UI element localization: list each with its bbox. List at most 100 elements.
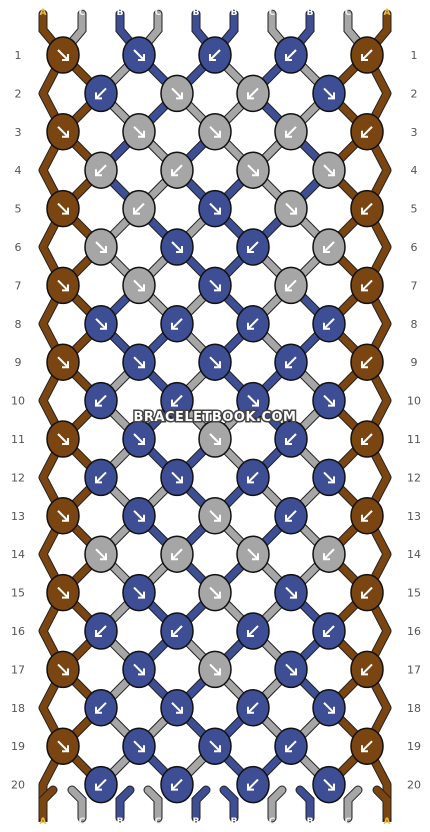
- arrow-down-left-icon: [209, 49, 221, 61]
- knot: [236, 765, 270, 804]
- arrow-head-icon: [361, 361, 368, 369]
- knot: [312, 305, 346, 343]
- arrow-down-right-icon: [209, 126, 221, 138]
- arrow-down-left-icon: [171, 625, 183, 637]
- arrow-down-left-icon: [95, 394, 107, 407]
- knot: [122, 266, 156, 305]
- arrow-head-icon: [214, 361, 221, 369]
- strand-label-top: A: [40, 8, 47, 18]
- arrow-down-right-icon: [133, 433, 145, 445]
- knot: [84, 612, 118, 650]
- knot: [274, 727, 308, 765]
- arrow-head-icon: [285, 514, 292, 522]
- top-tail: [268, 10, 286, 46]
- knot: [84, 689, 118, 727]
- top-tail: [296, 10, 314, 46]
- row-number-right: 14: [407, 548, 421, 561]
- arrow-head-icon: [361, 284, 368, 292]
- arrow-down-right-icon: [209, 510, 221, 522]
- knot: [274, 113, 308, 151]
- arrow-down-right-icon: [57, 586, 69, 599]
- arrow-head-icon: [62, 438, 69, 445]
- row-number-left: 7: [15, 279, 22, 292]
- row-number-right: 5: [411, 203, 418, 216]
- strand-label-bottom: B: [117, 817, 124, 827]
- arrow-head-icon: [171, 399, 178, 407]
- knot: [84, 381, 118, 420]
- knot: [46, 36, 80, 74]
- knot: [160, 535, 194, 573]
- arrow-down-right-icon: [95, 318, 107, 330]
- row-number-left: 6: [15, 241, 22, 254]
- arrow-head-icon: [95, 783, 102, 791]
- arrow-head-icon: [171, 630, 178, 637]
- row-number-right: 6: [411, 241, 418, 254]
- bottom-tail: [192, 786, 210, 822]
- knot: [160, 305, 194, 343]
- arrow-down-left-icon: [171, 164, 183, 176]
- row-number-right: 1: [411, 49, 418, 62]
- knot: [84, 151, 118, 189]
- knot: [198, 650, 232, 689]
- arrow-head-icon: [176, 92, 183, 100]
- knot: [122, 189, 156, 228]
- row-number-right: 13: [407, 510, 421, 523]
- arrow-head-icon: [62, 207, 69, 215]
- arrow-head-icon: [214, 284, 221, 292]
- strand-label-top: C: [345, 8, 352, 18]
- knot: [236, 305, 270, 343]
- row-number-left: 10: [11, 395, 25, 408]
- strand-label-bottom: C: [345, 817, 352, 827]
- strand-label-bottom: C: [155, 817, 162, 827]
- knot: [46, 497, 80, 535]
- knot: [122, 36, 156, 74]
- knot: [84, 228, 118, 266]
- arrow-down-right-icon: [57, 663, 69, 676]
- strand-label-top: C: [155, 8, 162, 18]
- arrow-down-right-icon: [133, 586, 145, 599]
- bottom-tail: [220, 786, 238, 822]
- bottom-tail: [116, 786, 134, 822]
- arrow-head-icon: [138, 514, 145, 522]
- arrow-down-left-icon: [171, 778, 183, 791]
- knot: [312, 228, 346, 266]
- arrow-head-icon: [252, 553, 259, 561]
- knot: [122, 420, 156, 458]
- bottom-tail: [39, 786, 57, 822]
- row-number-left: 9: [15, 356, 22, 369]
- arrow-head-icon: [328, 476, 335, 484]
- arrow-down-right-icon: [247, 394, 259, 407]
- knot: [160, 228, 194, 266]
- arrow-down-right-icon: [323, 471, 335, 484]
- arrow-head-icon: [62, 745, 69, 753]
- arrow-down-left-icon: [361, 49, 373, 61]
- arrow-head-icon: [247, 706, 254, 714]
- strand-label-bottom: B: [231, 817, 238, 827]
- arrow-head-icon: [171, 169, 178, 177]
- arrow-down-right-icon: [133, 510, 145, 522]
- row-number-left: 20: [11, 779, 25, 792]
- arrow-head-icon: [100, 322, 107, 330]
- arrow-down-left-icon: [247, 318, 259, 330]
- arrow-down-left-icon: [285, 433, 297, 445]
- arrow-head-icon: [138, 668, 145, 676]
- arrow-down-right-icon: [57, 740, 69, 752]
- arrow-down-left-icon: [95, 87, 107, 100]
- row-number-left: 16: [11, 625, 25, 638]
- knot: [122, 343, 156, 381]
- arrow-down-left-icon: [247, 778, 259, 791]
- arrow-head-icon: [361, 591, 368, 599]
- arrow-down-left-icon: [361, 510, 373, 522]
- bottom-tail: [373, 786, 391, 822]
- arrow-head-icon: [323, 630, 330, 637]
- arrow-head-icon: [323, 553, 330, 561]
- arrow-down-right-icon: [133, 663, 145, 676]
- arrow-head-icon: [328, 706, 335, 714]
- arrow-down-right-icon: [209, 279, 221, 292]
- arrow-down-left-icon: [171, 394, 183, 407]
- knot: [350, 727, 384, 765]
- knot: [198, 497, 232, 535]
- top-tail: [344, 10, 362, 46]
- arrow-head-icon: [171, 553, 178, 561]
